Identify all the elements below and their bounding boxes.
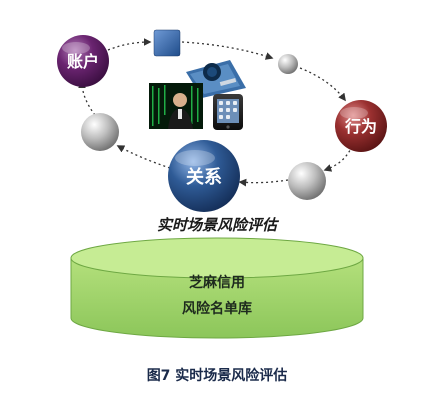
arrow-account-to-tile [107,38,152,51]
connector-sphere-top [278,54,298,74]
database-label-line1: 芝麻信用 [189,274,245,291]
phone-image [213,94,243,130]
node-account: 账户 [57,35,109,87]
arrow-tile-to-gray-top [181,41,274,60]
node-behavior-label: 行为 [344,117,377,136]
cycle-diagram: 账户 行为 关系 [57,29,387,339]
node-account-label: 账户 [67,52,99,71]
node-relation-label: 关系 [186,166,222,188]
scene-title: 实时场景风险评估 [157,216,280,234]
figure-caption: 图7 实时场景风险评估 [146,368,288,384]
database-label-line2: 风险名单库 [182,300,252,317]
node-relation: 关系 [168,140,240,212]
node-behavior: 行为 [335,100,387,152]
node-account-shine [62,42,90,54]
person-matrix-image [149,83,203,129]
node-relation-shine [175,150,215,166]
node-account-sphere [57,35,109,87]
node-relation-sphere [168,140,240,212]
device-tile-icon [153,29,181,57]
arrow-gray-right-to-relation [238,178,289,187]
risk-database-cylinder: 芝麻信用 风险名单库 [70,237,364,339]
cycle-arrows [78,38,353,187]
arrow-behavior-to-gray-right [323,145,353,172]
database-body [70,257,364,339]
database-top [70,237,364,279]
connector-sphere-right [288,162,326,200]
arrow-gray-top-to-behavior [299,67,346,102]
arrow-relation-to-gray-left [116,145,171,169]
connector-sphere-left [81,113,119,151]
node-behavior-sphere [335,100,387,152]
node-behavior-shine [340,107,368,119]
